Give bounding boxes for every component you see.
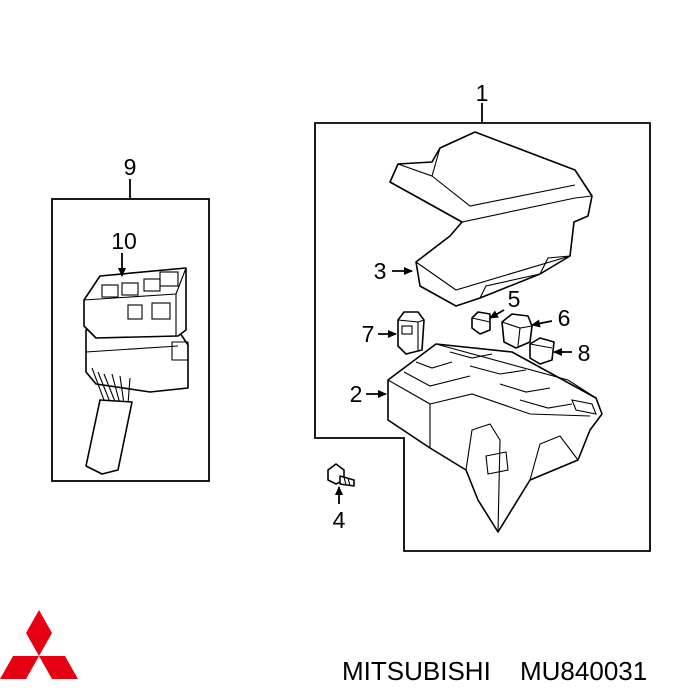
callout-7: 7 (362, 321, 375, 347)
fuse-box-cover (389, 131, 593, 307)
callout-8: 8 (578, 340, 591, 366)
callout-10: 10 (111, 228, 137, 254)
caption-part-number: MU840031 (520, 656, 647, 686)
part-6-relay (501, 313, 533, 349)
callout-5: 5 (508, 286, 521, 312)
group-frame-1 (314, 122, 651, 552)
callout-3: 3 (374, 258, 387, 284)
callout-9: 9 (124, 154, 137, 180)
callout-6: 6 (558, 305, 571, 331)
callout-1: 1 (476, 80, 489, 106)
mitsubishi-logo (0, 610, 78, 679)
callout-4: 4 (333, 507, 346, 533)
part-4-bolt (327, 463, 355, 487)
callout-2: 2 (350, 381, 363, 407)
part-5-fuse (471, 311, 491, 335)
connector-housing (83, 267, 189, 475)
part-8-fuse (529, 337, 555, 365)
caption-brand: MITSUBISHI (342, 656, 491, 686)
part-7-relay (397, 311, 425, 355)
fuse-box-body (387, 343, 603, 533)
